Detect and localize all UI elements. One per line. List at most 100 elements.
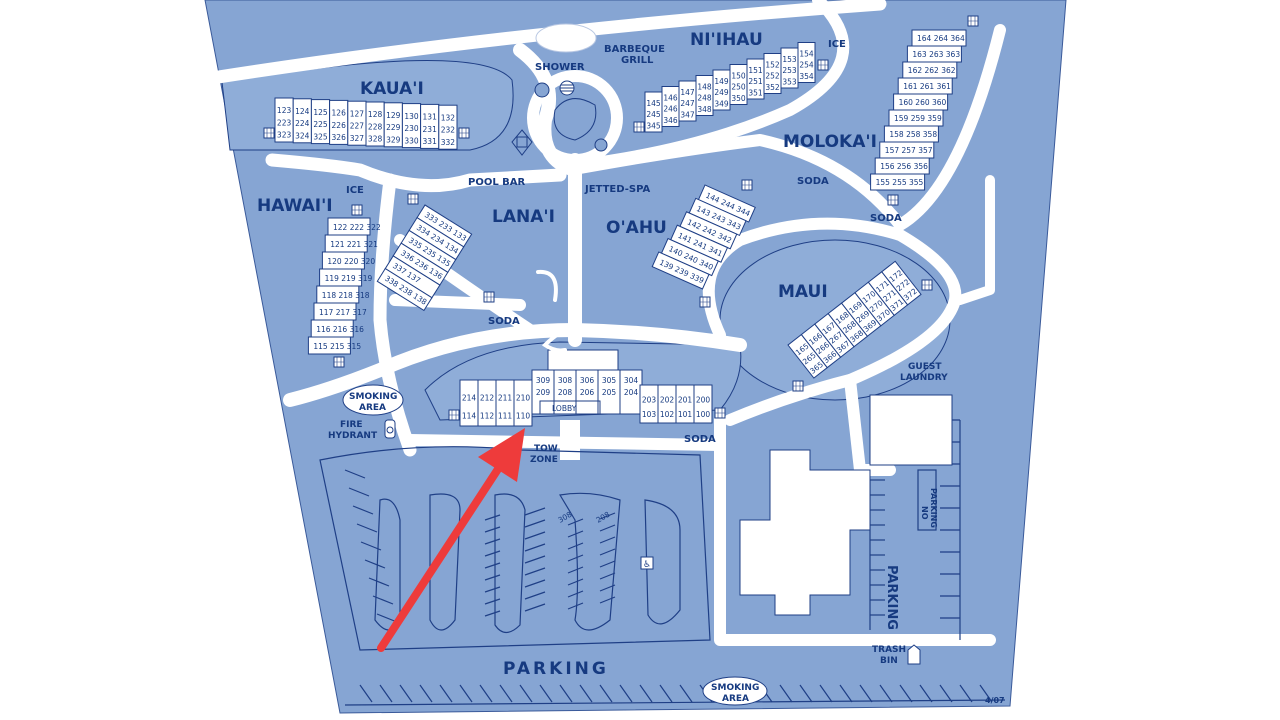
- vending-icon: [407, 193, 419, 205]
- vending-icon: [633, 121, 645, 133]
- label-smoking: SMOKING: [711, 683, 759, 693]
- building-maui: 1652653651662663661672673671682683681692…: [787, 260, 922, 379]
- parking-stall-line: [459, 684, 473, 703]
- parking-stall-line: [839, 684, 853, 703]
- trash-bin-icon: [907, 644, 921, 665]
- parking-stall-line: [524, 567, 546, 576]
- vending-icon: [448, 409, 460, 421]
- label-guest: GUEST: [908, 362, 942, 372]
- vending-icon: [483, 291, 495, 303]
- unit-number: 228: [368, 122, 383, 131]
- label-hawaii: HAWAI'I: [257, 196, 333, 216]
- parking-stall-line: [439, 684, 453, 703]
- vending-icon: [921, 279, 933, 291]
- unit-number: 103: [642, 410, 657, 419]
- parking-stall-line: [499, 684, 513, 703]
- parking-stall-line: [899, 684, 913, 703]
- unit-number: 226: [332, 121, 347, 130]
- cloud-icon: [535, 23, 597, 53]
- unit-number: 148: [697, 83, 712, 92]
- vending-icon: [714, 407, 726, 419]
- unit-number: 129: [386, 111, 401, 120]
- vending-icon: [967, 15, 979, 27]
- guest-laundry-building: [869, 394, 953, 466]
- unit-number: 152: [765, 61, 780, 70]
- unit-number: 306: [580, 376, 595, 385]
- unit-number: 232: [441, 126, 456, 135]
- label-ice: ICE: [346, 185, 364, 196]
- label-area: AREA: [359, 403, 386, 413]
- smoking-area-cloud: [702, 676, 768, 706]
- unit-numbers: 117 217 317: [319, 308, 367, 317]
- unit-numbers: 122 222 322: [333, 223, 381, 232]
- building-kauai: 1232233231242243241252253251262263261272…: [274, 97, 458, 150]
- parking-stall-line: [352, 505, 374, 515]
- parking-lot: [319, 419, 1006, 706]
- unit-numbers: 162 262 362: [908, 66, 956, 75]
- unit-number: 326: [332, 133, 347, 142]
- bbq-grill-icon: [559, 80, 575, 96]
- parking-stall-line: [484, 586, 501, 593]
- label-soda: SODA: [797, 176, 829, 187]
- unit-number: 328: [368, 135, 383, 144]
- label-no: NO: [920, 506, 929, 520]
- unit-number: 224: [295, 119, 310, 128]
- label-tow: TOW: [534, 444, 558, 454]
- unit-number: 245: [646, 110, 661, 119]
- unit-number: 227: [350, 122, 365, 131]
- unit-block: [881, 260, 922, 306]
- unit-number: 201: [678, 396, 693, 405]
- label-molokai: MOLOKA'I: [783, 132, 877, 152]
- unit-number: 345: [646, 121, 661, 130]
- unit-number: 247: [680, 99, 695, 108]
- unit-number: 252: [765, 72, 780, 81]
- unit-number: 327: [350, 134, 365, 143]
- unit-numbers: 120 220 320: [327, 257, 375, 266]
- svg-text:♿: ♿: [643, 560, 651, 570]
- parking-stall-line: [599, 536, 616, 544]
- vending-icon: [351, 204, 363, 216]
- parking-stall-line: [519, 684, 533, 703]
- parking-stall-line: [419, 684, 433, 703]
- unit-number: 128: [368, 110, 383, 119]
- unit-numbers: 155 255 355: [876, 178, 924, 187]
- parking-stall-line: [599, 584, 616, 592]
- unit-number: 204: [624, 388, 639, 397]
- parking-stall-line: [524, 507, 546, 516]
- label-date: 4/07: [985, 696, 1005, 705]
- parking-stall-line: [479, 684, 493, 703]
- unit-numbers: 121 221 321: [330, 240, 378, 249]
- parking-stall-line: [579, 684, 593, 703]
- label-oahu: O'AHU: [606, 218, 667, 238]
- lobby-outline: [539, 400, 601, 415]
- unit-numbers: 159 259 359: [894, 114, 942, 123]
- unit-number: 346: [663, 116, 678, 125]
- unit-number: 126: [332, 109, 347, 118]
- unit-number: 349: [714, 99, 729, 108]
- unit-number: 125: [313, 108, 328, 117]
- unit-number: 114: [462, 411, 477, 420]
- unit-number: 212: [480, 394, 495, 403]
- unit-number: 325: [313, 132, 328, 141]
- parking-stall-line: [484, 562, 501, 569]
- label-bin: BIN: [880, 656, 898, 666]
- unit-number: 100: [696, 410, 711, 419]
- unit-number: 229: [386, 123, 401, 132]
- unit-number: 151: [748, 66, 763, 75]
- vending-icon: [699, 296, 711, 308]
- white-scribble: [536, 269, 580, 353]
- unit-number: 209: [536, 388, 551, 397]
- parking-stall-line: [919, 684, 933, 703]
- label-jetted-spa: JETTED-SPA: [584, 184, 651, 195]
- lobby-block: [547, 349, 619, 371]
- parking-stall-line: [524, 603, 546, 612]
- unit-number: 200: [696, 396, 711, 405]
- parking-stall-line: [368, 577, 390, 587]
- unit-number: 323: [277, 131, 292, 140]
- label-grill: GRILL: [621, 55, 654, 66]
- parking-stall-line: [524, 531, 546, 540]
- parking-stall-line: [524, 555, 546, 564]
